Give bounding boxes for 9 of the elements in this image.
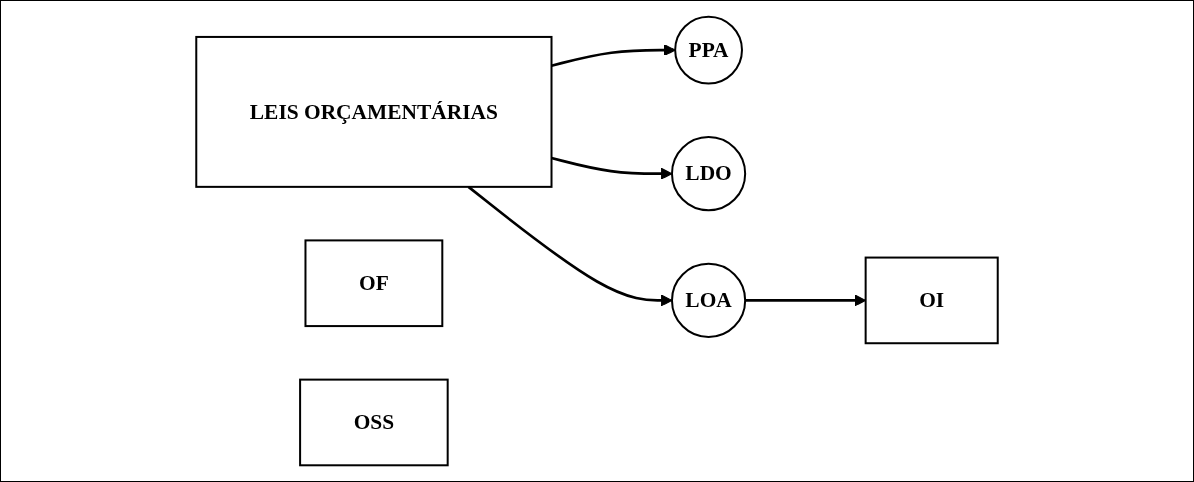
node-box: LEIS ORÇAMENTÁRIAS	[195, 35, 553, 188]
node-box: OI	[864, 256, 999, 345]
node-circle: LDO	[670, 136, 747, 212]
arrow	[551, 44, 676, 68]
node-circle: PPA	[674, 15, 743, 85]
node-circle: LOA	[670, 262, 747, 338]
arrow	[551, 156, 673, 180]
node-box: OSS	[299, 378, 449, 467]
node-box: OF	[304, 239, 444, 328]
